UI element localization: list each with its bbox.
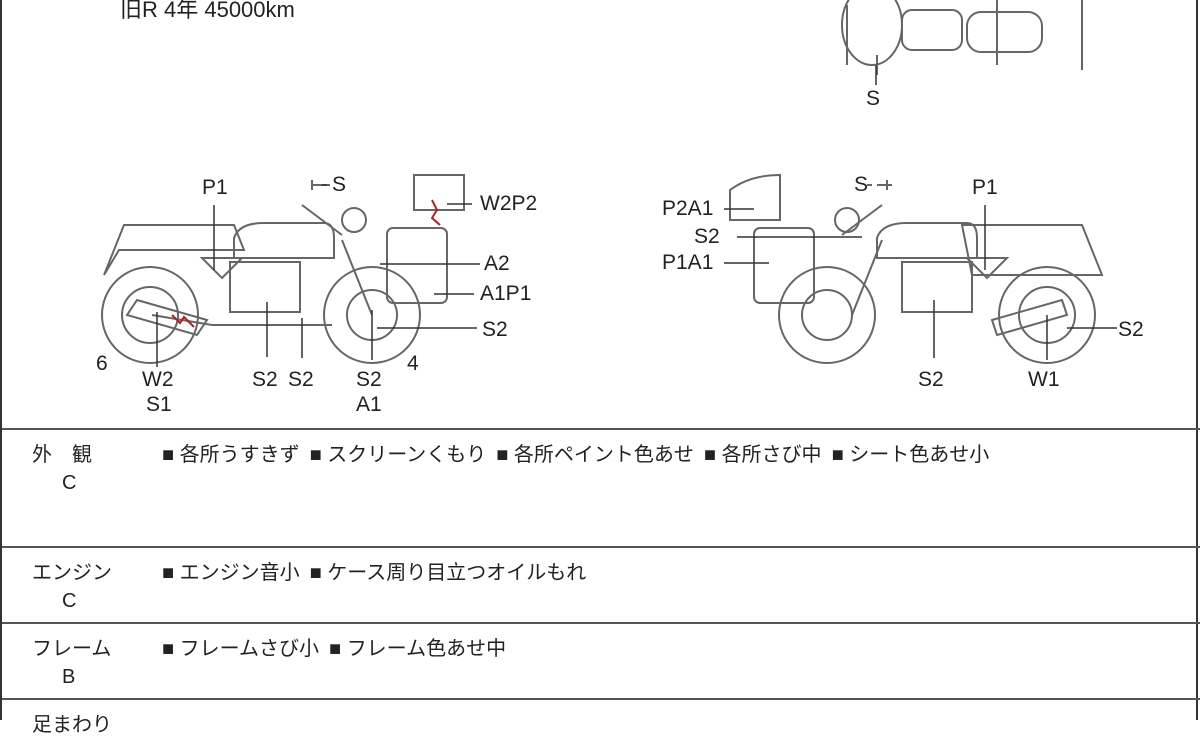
label-s2: S2 xyxy=(1118,318,1144,341)
item: ケース周り目立つオイルもれ xyxy=(310,556,586,585)
label-p2a1: P2A1 xyxy=(662,197,714,220)
motorcycle-diagram xyxy=(101,0,1117,367)
label-s: S xyxy=(332,173,347,196)
row-suspension: 足まわり xyxy=(2,698,1200,738)
label-s2: S2 xyxy=(356,368,382,391)
item: 各所さび中 xyxy=(704,438,822,467)
grade: B xyxy=(62,666,76,688)
item: フレームさび小 xyxy=(162,632,319,661)
right-side-bike xyxy=(729,173,1104,364)
damage-mark xyxy=(430,199,441,226)
label-s2: S2 xyxy=(252,368,278,391)
label-s1: S1 xyxy=(146,393,172,416)
label-s: S xyxy=(854,173,869,196)
grade: C xyxy=(62,472,77,494)
vehicle-info: 旧R 4年 45000km xyxy=(120,0,295,22)
label-w2: W2 xyxy=(142,368,174,391)
label-p1a1: P1A1 xyxy=(662,251,714,274)
row-frame: フレーム B フレームさび小フレーム色あせ中 xyxy=(2,622,1200,698)
item: 各所うすきず xyxy=(162,438,300,467)
grade: C xyxy=(62,590,77,612)
label-6: 6 xyxy=(96,352,108,375)
item: スクリーンくもり xyxy=(310,438,486,467)
inspection-sheet: 旧R 4年 45000km S P1 S W2P2 A2 A1P1 S2 6 W… xyxy=(0,0,1198,720)
label-s2: S2 xyxy=(482,318,508,341)
category-label: 外 観 xyxy=(32,444,92,466)
left-side-bike xyxy=(101,174,465,364)
damage-mark xyxy=(171,314,195,328)
item: フレーム色あせ中 xyxy=(329,632,506,661)
leader-lines xyxy=(156,65,1117,367)
item: エンジン音小 xyxy=(162,556,300,585)
item: 各所ペイント色あせ xyxy=(496,438,694,467)
label-a1p1: A1P1 xyxy=(480,282,532,305)
label-p1: P1 xyxy=(972,176,998,199)
label-top-s: S xyxy=(866,87,881,110)
label-s2: S2 xyxy=(918,368,944,391)
category-label: エンジン xyxy=(32,562,112,584)
label-a2: A2 xyxy=(484,252,510,275)
category-label: フレーム xyxy=(32,638,112,660)
item: シート色あせ小 xyxy=(832,438,989,467)
category-label: 足まわり xyxy=(32,714,112,736)
label-p1: P1 xyxy=(202,176,228,199)
label-a1: A1 xyxy=(356,393,382,416)
row-engine: エンジン C エンジン音小ケース周り目立つオイルもれ xyxy=(2,546,1200,622)
label-4: 4 xyxy=(407,352,419,375)
label-w1: W1 xyxy=(1028,368,1060,391)
label-s2: S2 xyxy=(694,225,720,248)
row-exterior: 外 観 C 各所うすきずスクリーンくもり各所ペイント色あせ各所さび中シート色あせ… xyxy=(2,428,1200,546)
label-s2: S2 xyxy=(288,368,314,391)
top-view-bike xyxy=(841,0,1083,75)
label-w2p2: W2P2 xyxy=(480,192,538,215)
